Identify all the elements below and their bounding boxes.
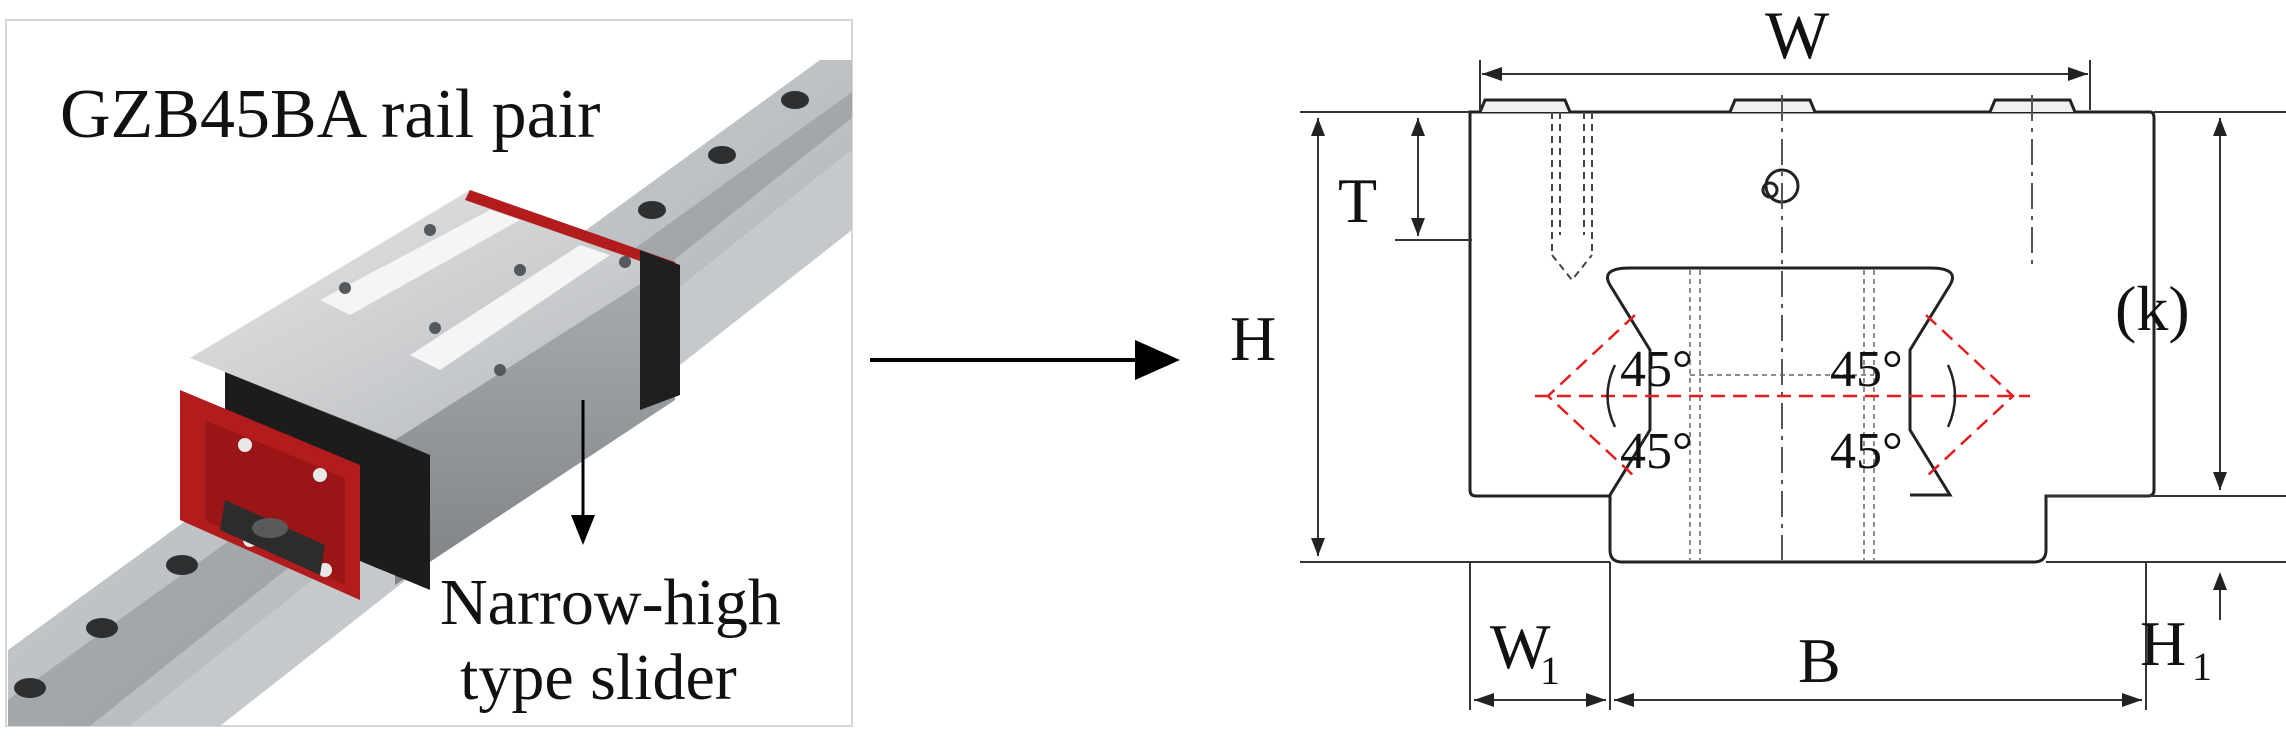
cross-section-drawing-panel: W T H (k) W 1 B H 1 45° 45° 45° 45° xyxy=(1190,0,2286,741)
dim-label-H1: H xyxy=(2140,608,2186,679)
dim-label-B: B xyxy=(1798,625,1841,696)
slider-label-line1: Narrow-high xyxy=(440,566,781,639)
dim-label-k: (k) xyxy=(2115,273,2190,344)
dim-label-T: T xyxy=(1338,165,1377,236)
rail-pair-title: GZB45BA rail pair xyxy=(60,76,601,153)
rail-hidden-lines xyxy=(1689,270,1875,560)
slider-pointer-arrow xyxy=(571,400,595,545)
center-lines xyxy=(1781,95,2033,560)
contact-arcs xyxy=(1606,364,1957,428)
dim-label-W: W xyxy=(1765,0,1830,73)
angle-label-bottom-left: 45° xyxy=(1620,423,1693,480)
slider-label-line2: type slider xyxy=(460,641,737,714)
dimension-arrowheads xyxy=(1311,67,2227,707)
rail-pair-photo-panel: GZB45BA rail pair Narrow-high type slide… xyxy=(0,0,860,741)
angle-label-top-right: 45° xyxy=(1830,341,1903,398)
slider-outline xyxy=(1468,110,2156,564)
dim-label-H1-subscript: 1 xyxy=(2192,644,2212,689)
grease-port xyxy=(1761,168,1800,204)
dim-label-W1-subscript: 1 xyxy=(1540,648,1560,693)
narrow-high-slider-block xyxy=(180,190,680,600)
cross-section-drawing: W T H (k) W 1 B H 1 45° 45° 45° 45° xyxy=(1230,0,2286,710)
dim-label-H: H xyxy=(1230,303,1276,374)
contact-angle-lines xyxy=(1535,314,2030,478)
dim-label-W1: W xyxy=(1490,611,1551,682)
dimension-lines xyxy=(1300,60,2286,710)
top-bumps xyxy=(1478,98,2077,113)
tapped-hole xyxy=(1551,112,1593,282)
transfer-arrow xyxy=(870,340,1180,380)
rail-pair-illustration xyxy=(5,19,853,727)
angle-label-top-left: 45° xyxy=(1620,341,1693,398)
angle-label-bottom-right: 45° xyxy=(1830,423,1903,480)
